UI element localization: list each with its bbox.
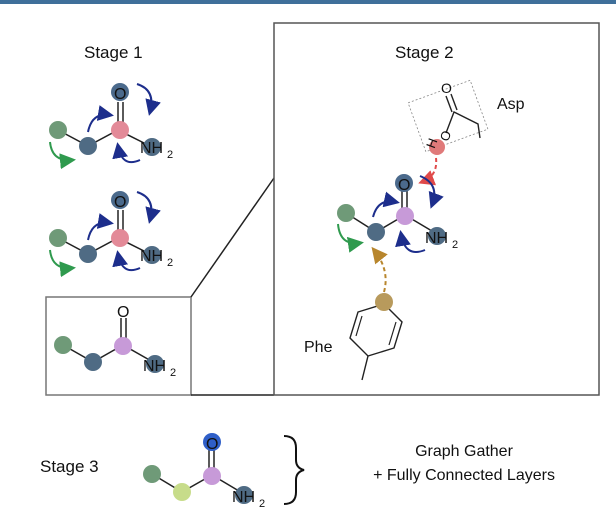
amine-label: NH	[232, 489, 255, 506]
asp-bonds	[445, 111, 481, 139]
phe-methyl-bond	[361, 355, 369, 381]
oxygen-label: O	[206, 436, 218, 453]
phe-ring-double-bond	[388, 321, 397, 346]
amine-node	[235, 486, 253, 504]
phe-node	[375, 293, 393, 311]
methyl-node	[49, 121, 67, 139]
methyl-node	[337, 204, 355, 222]
stage-2-label: Stage 2	[395, 43, 454, 62]
stage2-molecule: O NH 2	[337, 174, 458, 253]
asp-bounding-box	[407, 79, 489, 153]
carbonyl-carbon-node	[203, 467, 221, 485]
methylene-node	[84, 353, 102, 371]
carbonyl-carbon-node	[114, 337, 132, 355]
message-arrow	[112, 250, 141, 272]
message-arrow	[87, 213, 114, 241]
molecule-bonds	[57, 129, 151, 147]
message-arrow	[395, 230, 426, 253]
oxygen-node	[203, 433, 221, 451]
fully-connected-label: + Fully Connected Layers	[373, 467, 555, 484]
oxygen-node	[111, 191, 129, 209]
amine-label: NH	[140, 140, 163, 157]
message-arrow	[419, 175, 444, 209]
oxygen-label: O	[117, 304, 129, 321]
stage-1-label: Stage 1	[84, 43, 143, 62]
amine-node	[146, 355, 164, 373]
amine-node	[143, 246, 161, 264]
methyl-node	[54, 336, 72, 354]
message-arrow	[136, 83, 161, 116]
curly-brace	[283, 435, 305, 505]
methyl-node	[143, 465, 161, 483]
zoom-connector	[190, 177, 275, 298]
oxygen-node	[111, 83, 129, 101]
oxygen-label: O	[114, 86, 126, 103]
amine-subscript: 2	[259, 498, 265, 510]
asp-residue: O O H Asp	[407, 79, 525, 155]
amine-label: NH	[425, 230, 448, 247]
carbonyl-carbon-node	[111, 229, 129, 247]
amine-subscript: 2	[170, 367, 176, 379]
oxygen-label: O	[114, 194, 126, 211]
asp-hydroxyl-o-label: O	[437, 128, 455, 143]
carbonyl-carbon-node	[111, 121, 129, 139]
stage1-molecule-b: O NH 2	[49, 191, 173, 278]
methylene-node	[79, 137, 97, 155]
stage1-molecule-a: O NH 2	[49, 83, 173, 170]
amine-subscript: 2	[167, 257, 173, 269]
molecule-bonds	[62, 344, 154, 363]
molecule-bonds	[57, 237, 151, 255]
amine-node	[143, 138, 161, 156]
amine-node	[428, 227, 446, 245]
phe-label: Phe	[304, 339, 333, 356]
molecule-bonds	[345, 212, 438, 235]
methyl-node	[49, 229, 67, 247]
asp-label: Asp	[497, 96, 525, 113]
asp-interaction-arrow	[418, 157, 438, 186]
message-arrow	[112, 142, 141, 164]
oxygen-node	[395, 174, 413, 192]
message-arrow	[136, 191, 161, 224]
stage3-molecule: O NH 2	[143, 433, 265, 510]
molecule-bonds	[151, 473, 245, 495]
methylene-node	[173, 483, 191, 501]
amine-subscript: 2	[452, 239, 458, 251]
stage1-molecule-c: O NH 2	[54, 304, 176, 379]
phe-ring-double-bond	[355, 315, 363, 337]
amine-label: NH	[143, 358, 166, 375]
asp-oxygen-label: O	[441, 80, 452, 96]
oxygen-label: O	[398, 177, 410, 194]
top-accent-bar	[0, 0, 616, 4]
message-arrow	[49, 249, 76, 278]
message-arrow	[49, 141, 76, 170]
selected-molecule-box	[45, 296, 192, 396]
carbonyl-carbon-node	[396, 207, 414, 225]
graph-gather-label: Graph Gather	[415, 443, 514, 460]
message-arrow	[372, 191, 400, 218]
asp-hydroxyl-node	[429, 139, 445, 155]
message-arrow	[337, 223, 364, 253]
asp-carbonyl-bond	[445, 95, 453, 113]
methylene-node	[367, 223, 385, 241]
asp-carbonyl-bond	[450, 93, 458, 111]
stage-3-label: Stage 3	[40, 457, 99, 476]
amine-label: NH	[140, 248, 163, 265]
phe-interaction-arrow	[371, 246, 388, 293]
stage-2-panel	[273, 22, 600, 396]
amine-subscript: 2	[167, 149, 173, 161]
phe-residue: Phe	[304, 293, 403, 381]
methylene-node	[79, 245, 97, 263]
message-arrow	[87, 105, 114, 133]
